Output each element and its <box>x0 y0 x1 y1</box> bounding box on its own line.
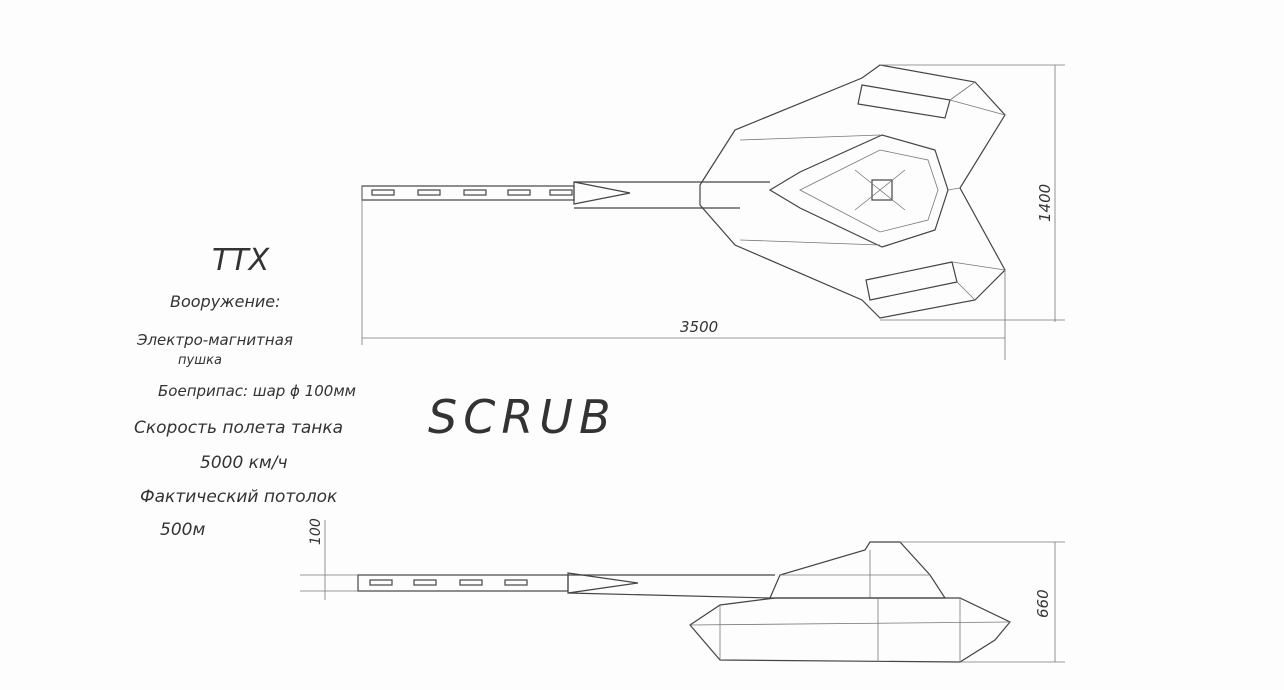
side-turret <box>769 541 947 599</box>
side-barrel-arrow <box>567 572 639 594</box>
armament-value-line1: Электро-магнитная <box>136 331 293 349</box>
ammo-spec: Боеприпас: шар ϕ 100мм <box>158 382 356 400</box>
top-view <box>361 64 1065 360</box>
ceiling-value: 500м <box>160 520 205 540</box>
side-barrel-slots <box>369 579 528 586</box>
tank-name-title: SCRUB <box>428 390 617 444</box>
armament-value-line2: пушка <box>178 353 222 368</box>
specs-heading: ТТХ <box>212 243 271 278</box>
top-hull <box>699 64 1006 319</box>
top-barrel-arrow <box>573 181 631 205</box>
speed-label: Скорость полета танка <box>134 418 343 438</box>
side-barrel <box>357 574 569 592</box>
side-hull <box>689 597 1011 663</box>
side-view <box>300 520 1065 663</box>
speed-value: 5000 км/ч <box>200 453 288 473</box>
height-dimension: 660 <box>1034 589 1052 618</box>
armament-label: Вооружение: <box>170 292 281 311</box>
top-track-right <box>865 261 958 301</box>
top-turret <box>768 134 949 248</box>
top-track-left <box>857 84 951 119</box>
barrel-offset-dimension: 100 <box>308 518 324 545</box>
ceiling-label: Фактический потолок <box>140 487 338 507</box>
length-dimension: 3500 <box>680 318 718 336</box>
top-barrel-slots <box>371 189 573 196</box>
width-dimension: 1400 <box>1036 184 1054 222</box>
